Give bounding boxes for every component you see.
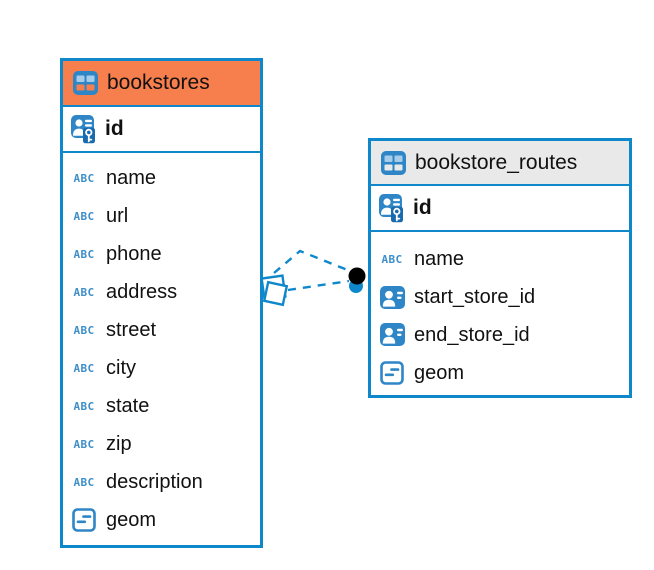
field-name: city (106, 356, 136, 379)
table-title: bookstores (107, 71, 210, 94)
field-name: address (106, 281, 178, 304)
field-row-description[interactable]: ABC description (63, 463, 260, 501)
reference-type-icon (378, 284, 406, 312)
field-name: start_store_id (414, 286, 536, 309)
field-row-address[interactable]: ABC address (63, 274, 260, 312)
field-name: phone (106, 243, 162, 266)
field-row-state[interactable]: ABC state (63, 387, 260, 425)
table-title: bookstore_routes (415, 150, 578, 174)
field-row-geom[interactable]: geom (371, 354, 629, 392)
field-name: geom (106, 508, 157, 531)
text-type-icon: ABC (73, 437, 95, 451)
field-name: street (106, 319, 157, 342)
bookstores-fields: ABC name ABC url ABC phone ABC address A… (63, 153, 260, 545)
text-type-icon: ABC (73, 210, 95, 224)
field-name: name (414, 248, 465, 271)
field-name: description (106, 470, 203, 493)
field-row-geom[interactable]: geom (63, 501, 260, 539)
field-name: name (106, 167, 157, 190)
field-name: zip (106, 432, 132, 455)
geometry-type-icon (378, 359, 406, 387)
field-name: geom (414, 361, 465, 384)
bookstore-routes-header[interactable]: bookstore_routes (371, 141, 629, 186)
field-row-city[interactable]: ABC city (63, 350, 260, 388)
field-row-url[interactable]: ABC url (63, 198, 260, 236)
entity-bookstore-routes[interactable]: bookstore_routes id ABC name start_store… (368, 138, 632, 398)
text-type-icon: ABC (73, 286, 95, 300)
geometry-type-icon (70, 506, 98, 534)
one-end-marker (348, 267, 366, 293)
field-row-zip[interactable]: ABC zip (63, 425, 260, 463)
relationship-line-upper[interactable] (273, 249, 351, 274)
bookstores-header[interactable]: bookstores (63, 61, 260, 107)
primary-key-icon (378, 194, 406, 222)
field-row-name[interactable]: ABC name (63, 160, 260, 198)
reference-type-icon (378, 321, 406, 349)
field-row-phone[interactable]: ABC phone (63, 236, 260, 274)
bookstore-routes-fields: ABC name start_store_id end_store_id ge (371, 232, 629, 395)
field-row-end-store-id[interactable]: end_store_id (371, 317, 629, 355)
table-icon (71, 69, 99, 97)
field-name: id (413, 196, 432, 219)
text-type-icon: ABC (381, 253, 403, 267)
field-name: id (105, 117, 124, 140)
text-type-icon: ABC (73, 399, 95, 413)
primary-key-icon (70, 115, 98, 143)
field-row-start-store-id[interactable]: start_store_id (371, 279, 629, 317)
text-type-icon: ABC (73, 475, 95, 489)
entity-bookstores[interactable]: bookstores id ABC name ABC url ABC phone… (60, 58, 263, 548)
field-row-id[interactable]: id (371, 186, 629, 232)
field-name: url (106, 205, 129, 228)
table-icon (379, 149, 407, 177)
field-row-street[interactable]: ABC street (63, 312, 260, 350)
field-name: state (106, 394, 150, 417)
field-row-name[interactable]: ABC name (371, 241, 629, 279)
text-type-icon: ABC (73, 248, 95, 262)
many-end-marker (260, 274, 289, 307)
relationship-line-lower[interactable] (287, 279, 350, 292)
text-type-icon: ABC (73, 324, 95, 338)
text-type-icon: ABC (73, 361, 95, 375)
field-row-id[interactable]: id (63, 107, 260, 153)
text-type-icon: ABC (73, 172, 95, 186)
field-name: end_store_id (414, 323, 530, 346)
